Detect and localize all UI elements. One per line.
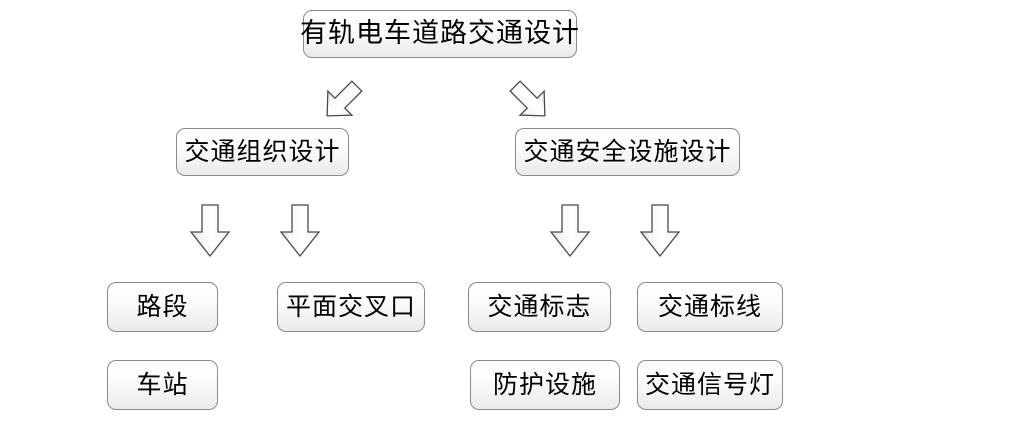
connector-root-to-right [500,78,560,124]
node-right-child-2-label: 防护设施 [492,369,597,399]
node-right-child-1-label: 交通标线 [657,291,762,321]
connector-left-to-intersection [279,204,321,258]
node-root[interactable]: 有轨电车道路交通设计 [300,10,580,58]
node-branch-left[interactable]: 交通组织设计 [176,128,349,176]
node-left-child-0-label: 路段 [136,291,189,321]
connector-root-to-left [312,78,372,124]
node-left-child-2-label: 车站 [136,369,189,399]
node-branch-right-label: 交通安全设施设计 [523,136,732,166]
node-left-child-2[interactable]: 车站 [107,360,218,410]
connector-left-to-roadsection [189,204,231,258]
node-left-child-1[interactable]: 平面交叉口 [277,282,425,332]
node-right-child-1[interactable]: 交通标线 [637,282,783,332]
node-right-child-2[interactable]: 防护设施 [470,360,620,410]
node-branch-right[interactable]: 交通安全设施设计 [515,128,740,176]
node-left-child-1-label: 平面交叉口 [285,291,416,321]
node-right-child-0-label: 交通标志 [487,291,592,321]
connector-right-to-markings [639,204,681,258]
node-right-child-3-label: 交通信号灯 [644,369,775,399]
connector-right-to-signs [549,204,591,258]
node-branch-left-label: 交通组织设计 [184,136,341,166]
node-left-child-0[interactable]: 路段 [107,282,218,332]
node-root-label: 有轨电车道路交通设计 [300,17,580,49]
node-right-child-3[interactable]: 交通信号灯 [637,360,783,410]
node-right-child-0[interactable]: 交通标志 [468,282,611,332]
